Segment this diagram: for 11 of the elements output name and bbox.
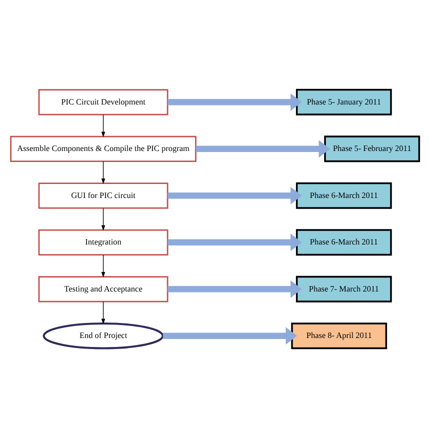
arrow: [196, 140, 330, 158]
arrow: [168, 92, 302, 110]
arrow: [101, 300, 106, 324]
arrow: [162, 326, 297, 344]
arrow: [168, 233, 302, 251]
arrow: [101, 207, 106, 230]
arrow: [168, 280, 302, 298]
arrow: [101, 160, 106, 184]
arrow: [101, 254, 106, 277]
arrow: [101, 114, 106, 137]
arrow: [168, 186, 302, 204]
